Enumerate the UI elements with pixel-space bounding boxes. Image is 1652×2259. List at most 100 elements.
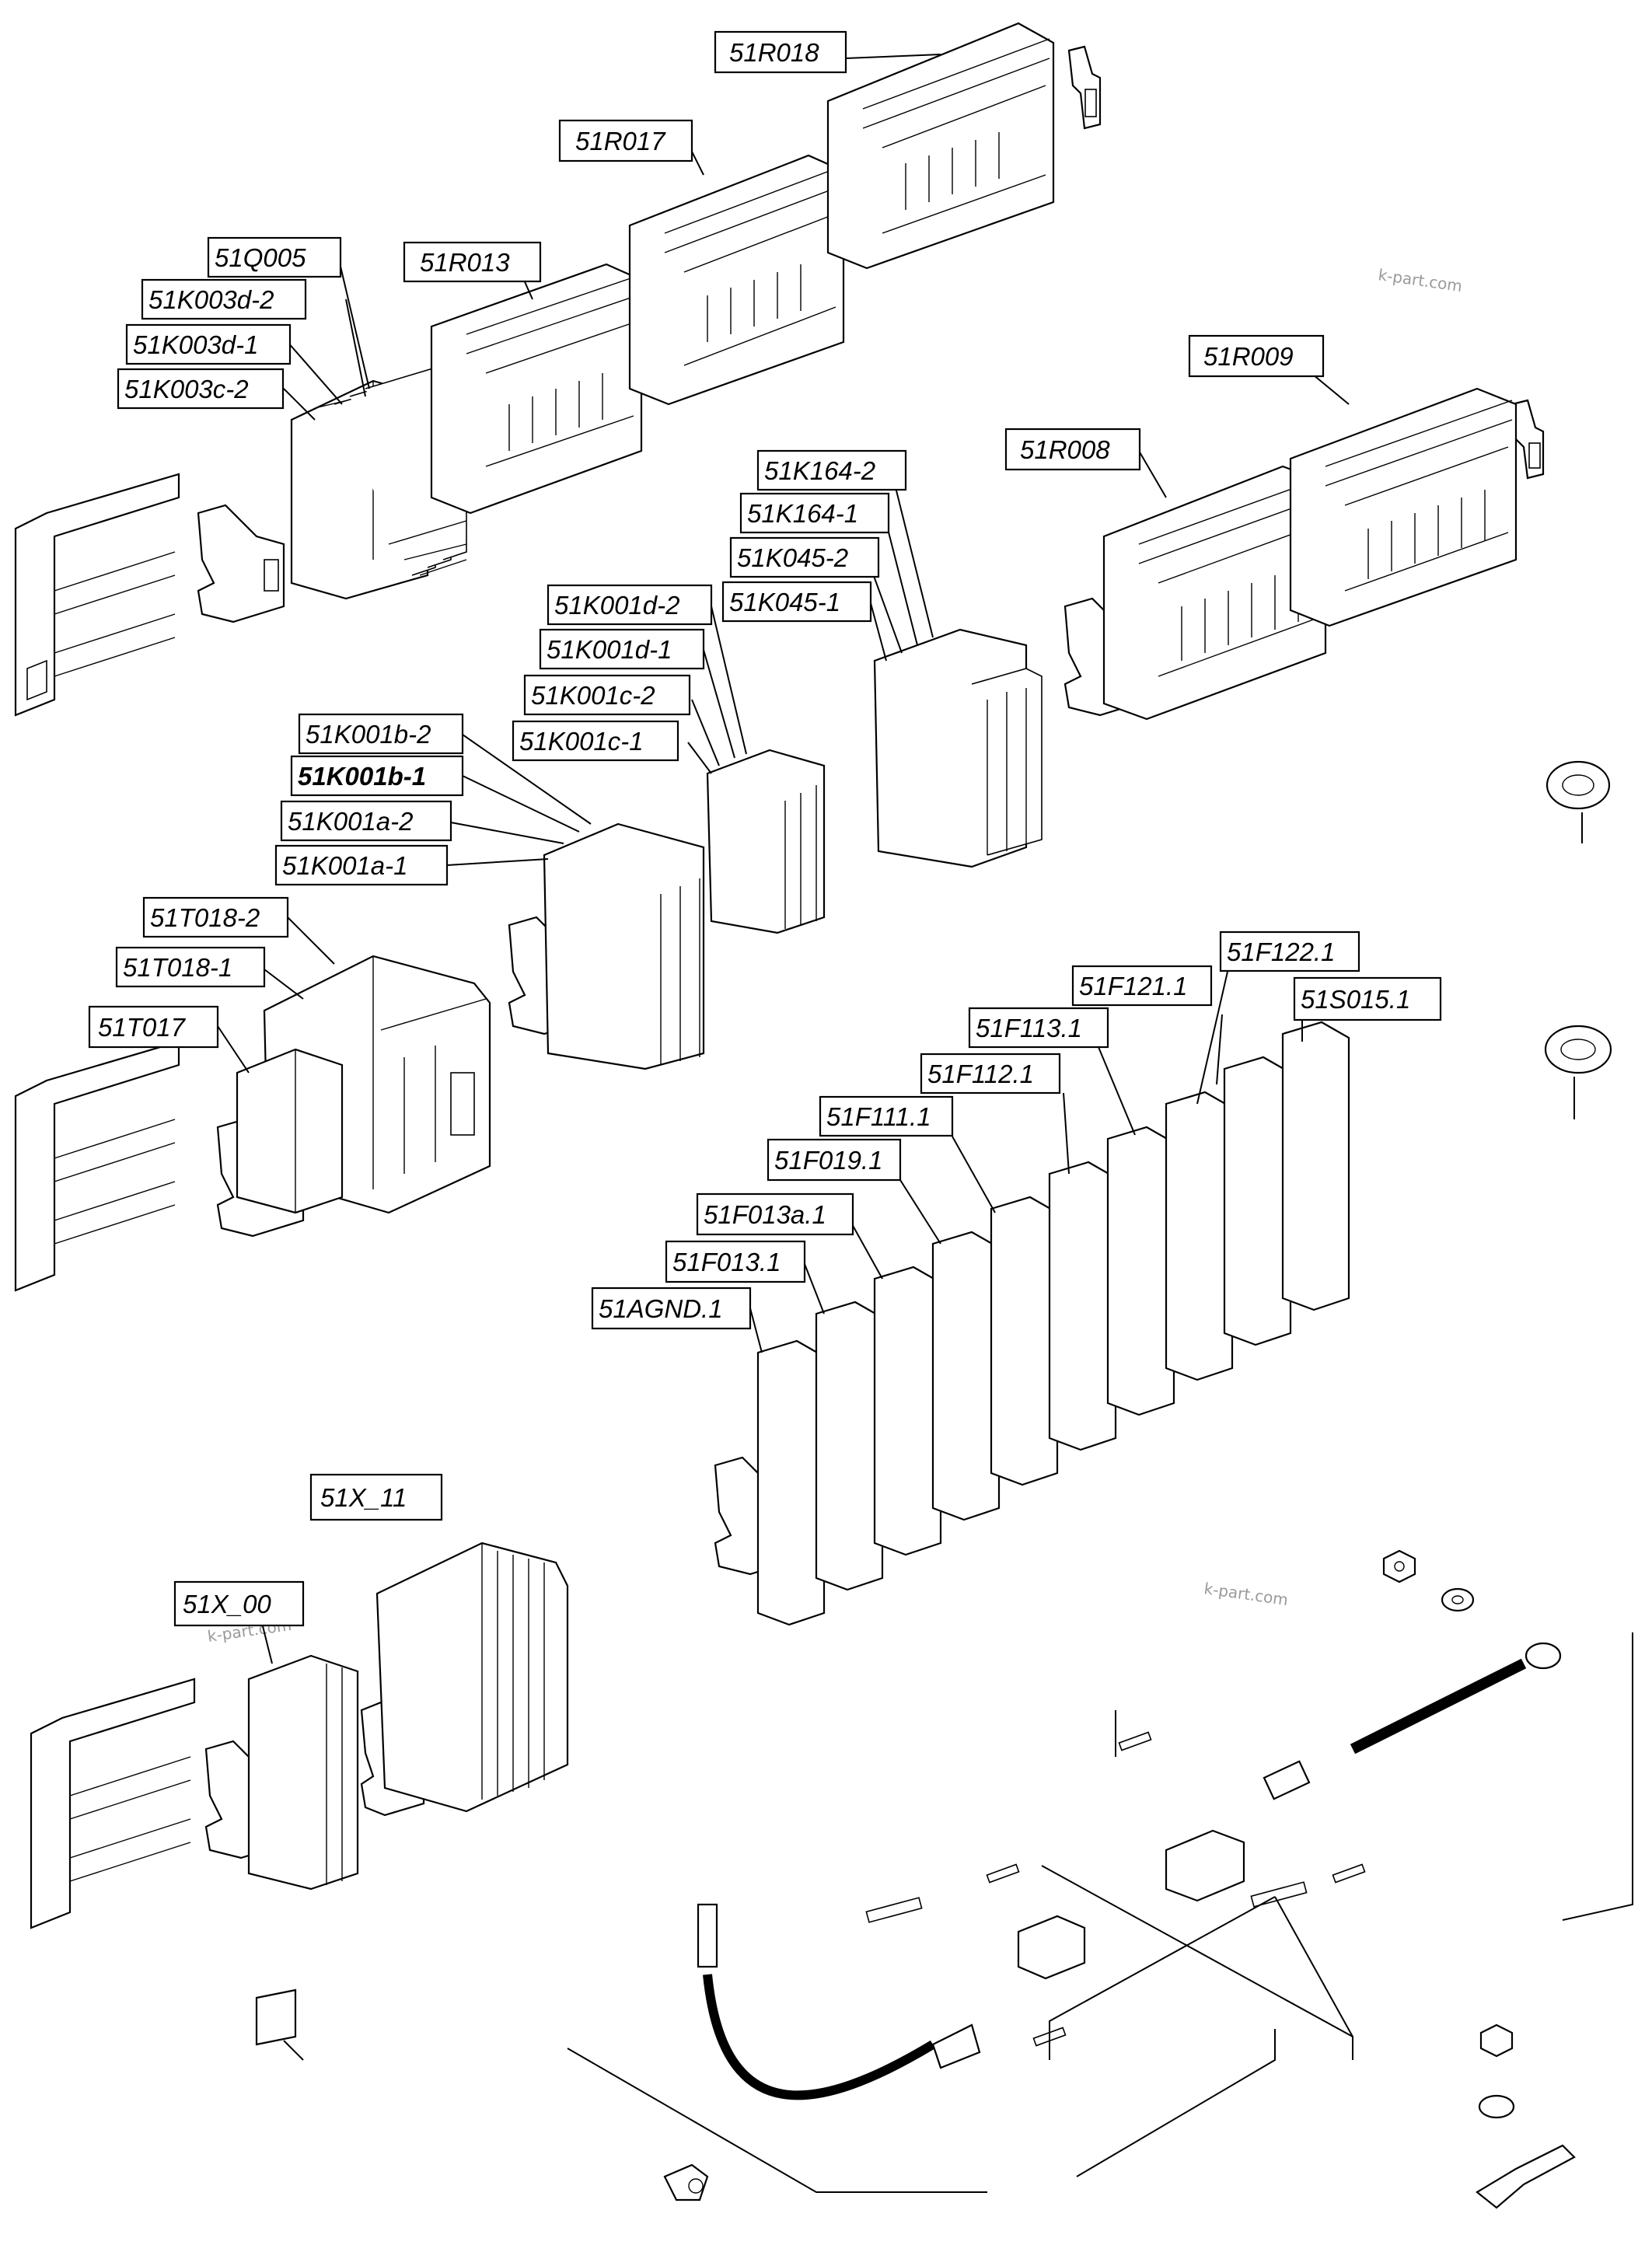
module-51k003	[290, 365, 467, 600]
label-text: 51K003d-1	[133, 330, 258, 359]
label-text: 51F121.1	[1079, 972, 1187, 1000]
part-label-51k003c-2[interactable]: 51K003c-2	[117, 368, 285, 410]
part-label-51k001c-2[interactable]: 51K001c-2	[523, 674, 691, 716]
label-text: 51K003d-2	[148, 285, 274, 314]
label-text: 51F122.1	[1227, 937, 1335, 966]
part-label-51r009[interactable]: 51R009	[1188, 334, 1325, 378]
label-text: 51K045-2	[737, 543, 848, 572]
part-label-51t018-2[interactable]: 51T018-2	[142, 896, 289, 938]
cable-clip	[663, 2163, 709, 2201]
detail-boundary	[567, 1632, 1633, 2193]
watermark-text: k-part.com	[1377, 265, 1463, 295]
part-label-51k164-2[interactable]: 51K164-2	[756, 449, 907, 491]
resistor-bank-51r013	[430, 263, 643, 515]
part-label-51k001a-2[interactable]: 51K001a-2	[280, 800, 452, 842]
label-text: 51X_00	[183, 1590, 271, 1618]
part-label-51k001d-1[interactable]: 51K001d-1	[539, 628, 705, 670]
part-label-51f111-1[interactable]: 51F111.1	[819, 1095, 954, 1137]
part-label-51r018[interactable]: 51R018	[714, 30, 847, 74]
label-text: 51R013	[420, 248, 510, 277]
label-text: 51K001c-2	[531, 681, 655, 710]
part-label-51r017[interactable]: 51R017	[558, 119, 693, 162]
washer-1	[1441, 1587, 1475, 1612]
leader-lines	[217, 54, 1350, 1664]
pins	[865, 1731, 1366, 2047]
part-label-51f122-1[interactable]: 51F122.1	[1219, 930, 1360, 972]
label-text: 51K045-1	[729, 588, 840, 616]
label-text: 51Q005	[215, 243, 306, 272]
resistor-bank-51r017	[628, 154, 845, 406]
part-label-51f019-1[interactable]: 51F019.1	[767, 1138, 902, 1182]
label-text: 51F112.1	[927, 1060, 1034, 1088]
part-label-51t018-1[interactable]: 51T018-1	[115, 946, 266, 988]
label-text: 51R009	[1203, 342, 1294, 371]
end-clamp-7	[1511, 399, 1545, 480]
label-text: 51R008	[1020, 435, 1110, 464]
label-text: 51F019.1	[774, 1146, 882, 1175]
label-plate	[255, 1988, 304, 2061]
terminal-block-51x00	[247, 1654, 359, 1891]
part-label-51f113-1[interactable]: 51F113.1	[968, 1007, 1109, 1049]
part-label-51k045-1[interactable]: 51K045-1	[721, 581, 872, 623]
part-label-51x-00[interactable]: 51X_00	[173, 1580, 305, 1627]
part-label-51q005[interactable]: 51Q005	[207, 236, 342, 278]
part-label-51r008[interactable]: 51R008	[1004, 428, 1141, 471]
part-label-51f013a-1[interactable]: 51F013a.1	[696, 1192, 854, 1236]
terminal-block-51x11	[375, 1541, 569, 1813]
label-text: 51F013.1	[672, 1248, 781, 1276]
ground-cable	[1263, 1642, 1562, 1800]
part-label-51agnd-1[interactable]: 51AGND.1	[591, 1287, 752, 1330]
part-label-51s015-1[interactable]: 51S015.1	[1293, 976, 1442, 1021]
relay-module-51k001cd	[706, 749, 826, 934]
label-text: 51T018-2	[150, 903, 260, 932]
part-label-51k001c-1[interactable]: 51K001c-1	[512, 720, 679, 762]
sensor-cable	[697, 1903, 981, 2100]
nut-2	[1476, 2023, 1576, 2209]
part-label-51k001b-1[interactable]: 51K001b-1	[290, 755, 464, 797]
relay-module-51k001ab	[543, 822, 705, 1070]
watermark-text: k-part.com	[1203, 1579, 1289, 1609]
label-text: 51K164-2	[764, 456, 875, 485]
resistor-bank-51r018	[826, 22, 1055, 270]
label-text: 51R018	[729, 38, 819, 67]
part-label-51f013-1[interactable]: 51F013.1	[665, 1240, 806, 1283]
label-text: 51K001a-1	[282, 851, 407, 880]
label-text: 51S015.1	[1301, 985, 1410, 1014]
label-text: 51K001b-2	[306, 720, 431, 749]
connector-plug-1	[1165, 1829, 1245, 1902]
label-text: 51K001b-1	[298, 762, 426, 791]
label-text: 51K164-1	[747, 499, 858, 528]
part-label-51k001a-1[interactable]: 51K001a-1	[274, 844, 449, 886]
part-label-51f121-1[interactable]: 51F121.1	[1071, 965, 1213, 1007]
part-label-51x-11[interactable]: 51X_11	[309, 1473, 443, 1521]
part-label-51f112-1[interactable]: 51F112.1	[920, 1053, 1061, 1095]
part-label-51k045-2[interactable]: 51K045-2	[729, 536, 880, 578]
relay-module-51k164	[873, 628, 1043, 868]
part-label-51k003d-1[interactable]: 51K003d-1	[125, 323, 292, 365]
label-text: 51K003c-2	[124, 375, 249, 403]
grommet-2	[1544, 1025, 1612, 1119]
nut-1	[1382, 1549, 1416, 1583]
label-text: 51X_11	[320, 1483, 407, 1512]
label-text: 51K001a-2	[288, 807, 413, 836]
din-rail-top	[14, 473, 180, 717]
fuse-terminal-row	[756, 1021, 1350, 1626]
label-text: 51F111.1	[826, 1102, 931, 1131]
label-text: 51F113.1	[976, 1014, 1082, 1042]
label-text: 51K001d-1	[547, 635, 672, 664]
resistor-bank-51r009	[1289, 387, 1518, 627]
end-clamp-1	[197, 504, 285, 623]
part-label-51k164-1[interactable]: 51K164-1	[739, 492, 890, 534]
label-text: 51T017	[98, 1013, 187, 1042]
part-label-51k003d-2[interactable]: 51K003d-2	[141, 278, 307, 320]
din-rail-middle	[14, 1040, 180, 1292]
din-rail-bottom	[30, 1678, 196, 1929]
grommet-1	[1545, 760, 1611, 843]
resistor-bank-51r008	[1102, 465, 1327, 721]
part-label-51t017[interactable]: 51T017	[88, 1005, 219, 1049]
part-label-51r013[interactable]: 51R013	[403, 241, 542, 283]
part-label-51k001d-2[interactable]: 51K001d-2	[547, 584, 713, 626]
part-label-51k001b-2[interactable]: 51K001b-2	[298, 713, 464, 755]
